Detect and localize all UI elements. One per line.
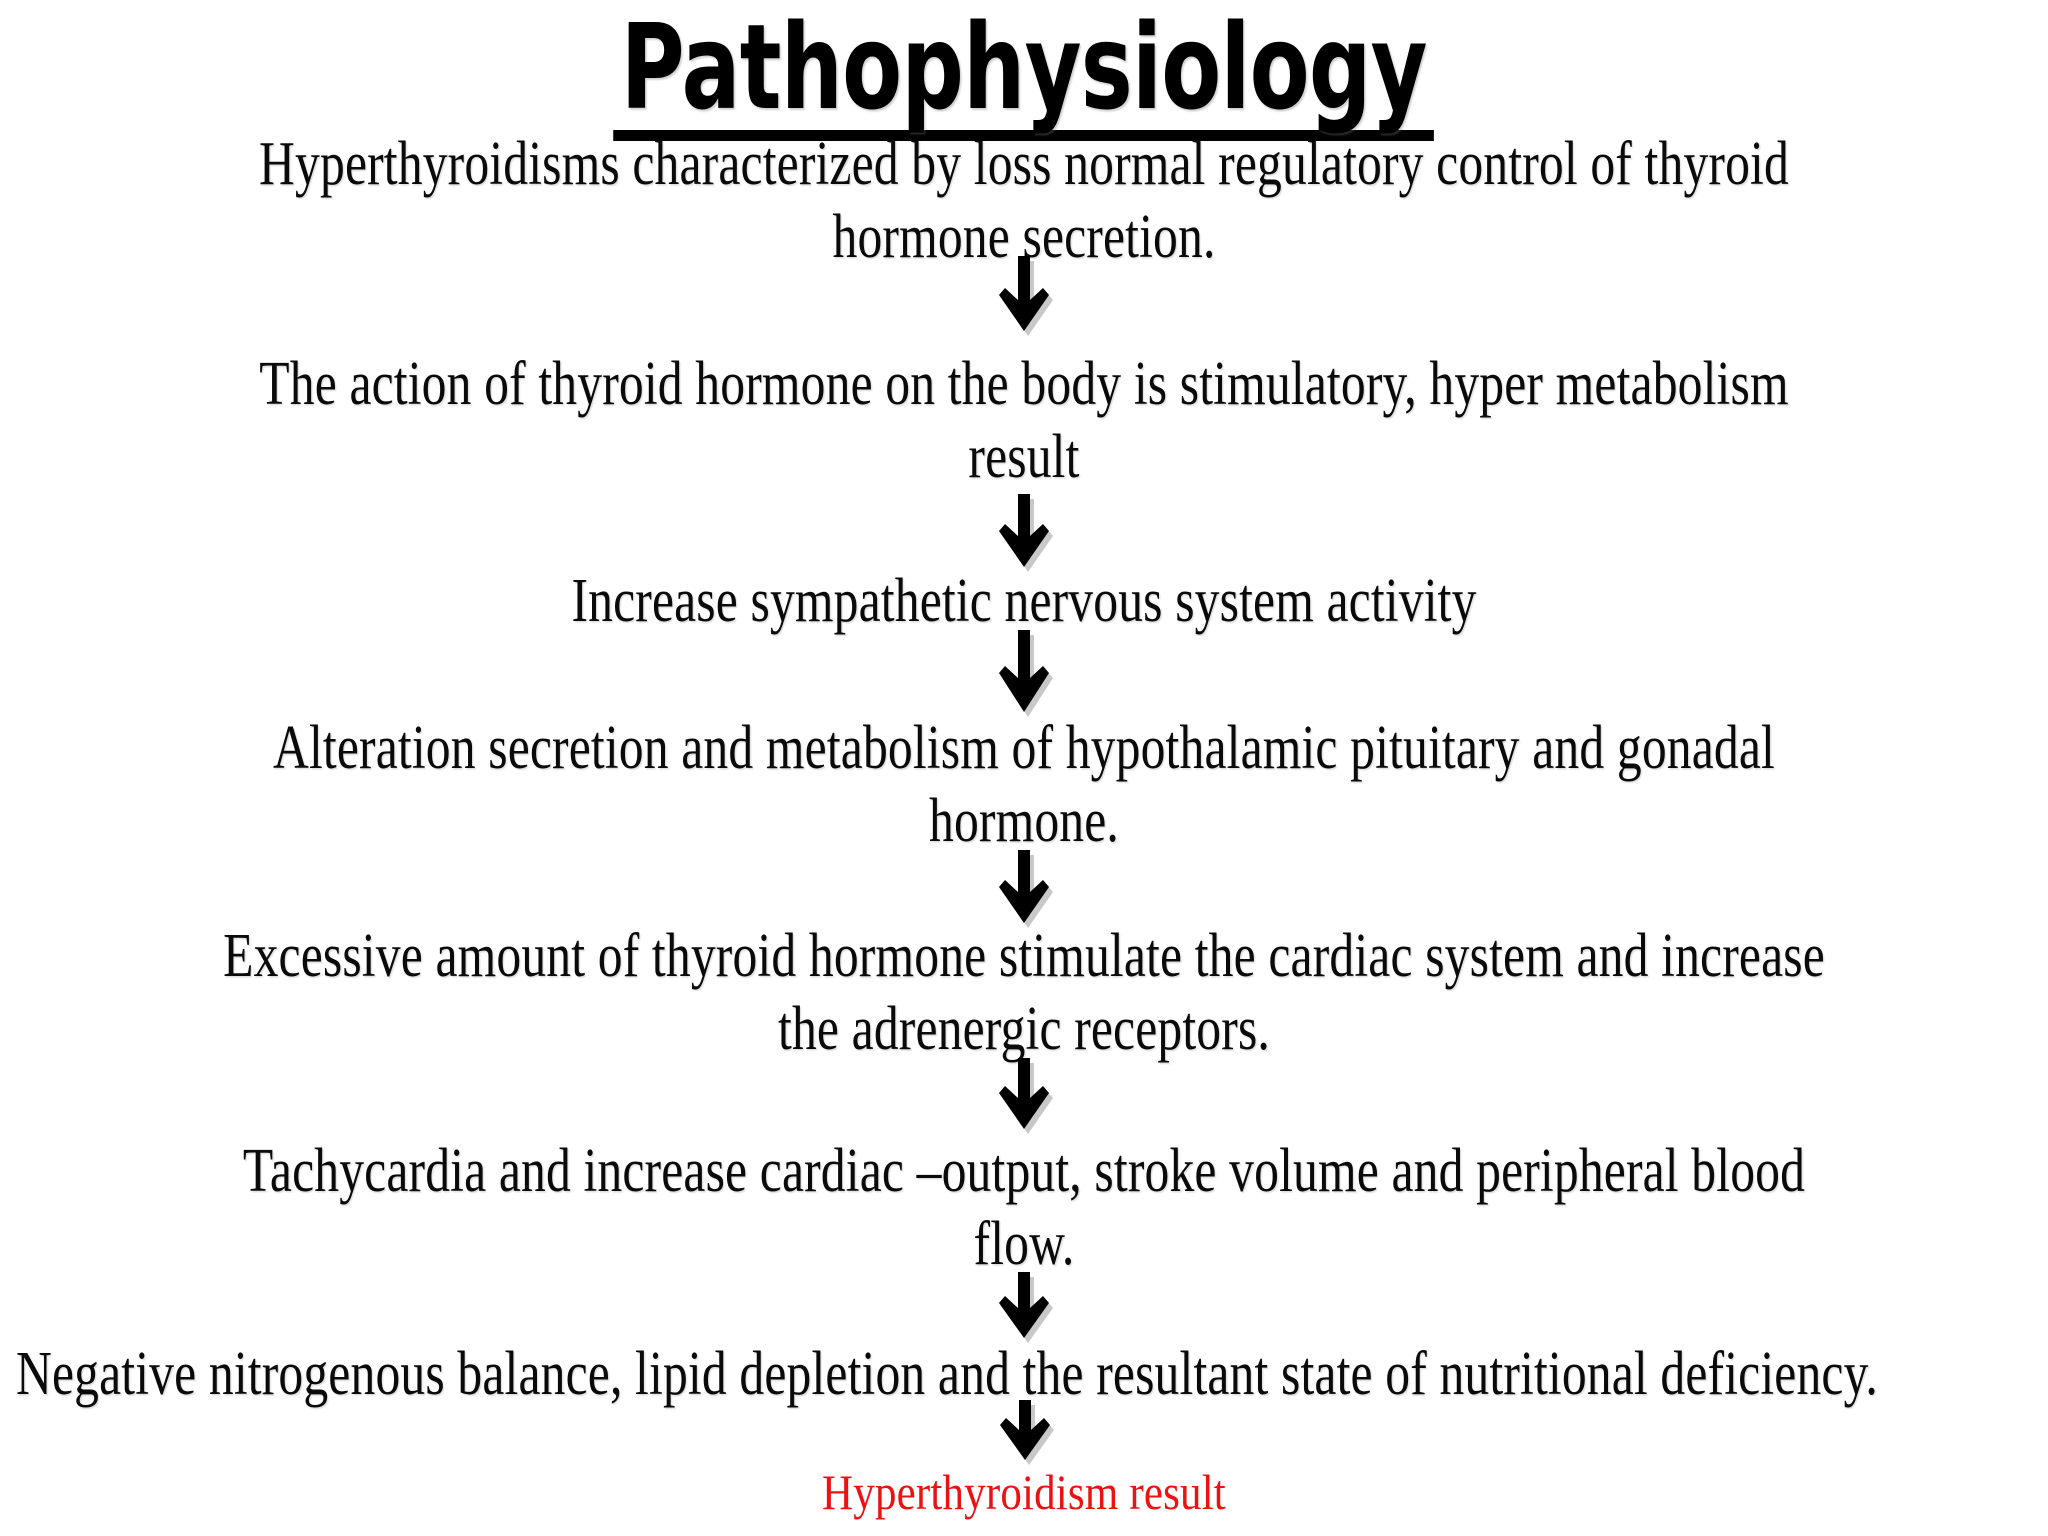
flow-step-2: The action of thyroid hormone on the bod… xyxy=(259,350,1789,492)
flow-outcome-label: Hyperthyroidism result xyxy=(822,1464,1226,1520)
flow-step-6: Tachycardia and increase cardiac –output… xyxy=(242,1137,1806,1279)
page-title: Pathophysiology xyxy=(613,8,1435,141)
flow-step-3: Increase sympathetic nervous system acti… xyxy=(571,567,1477,635)
flow-step-5: Excessive amount of thyroid hormone stim… xyxy=(223,922,1825,1064)
down-arrow-icon xyxy=(997,494,1053,574)
down-arrow-icon xyxy=(997,256,1053,338)
down-arrow-icon xyxy=(997,630,1053,718)
down-arrow-icon xyxy=(998,1400,1054,1466)
down-arrow-icon xyxy=(997,1058,1053,1136)
down-arrow-icon xyxy=(997,1272,1053,1344)
down-arrow-icon xyxy=(997,850,1053,930)
flow-step-1: Hyperthyroidisms characterized by loss n… xyxy=(259,130,1789,272)
page-title-container: Pathophysiology xyxy=(0,8,2048,141)
flow-step-7: Negative nitrogenous balance, lipid depl… xyxy=(16,1340,1878,1408)
flow-step-4: Alteration secretion and metabolism of h… xyxy=(272,714,1775,856)
